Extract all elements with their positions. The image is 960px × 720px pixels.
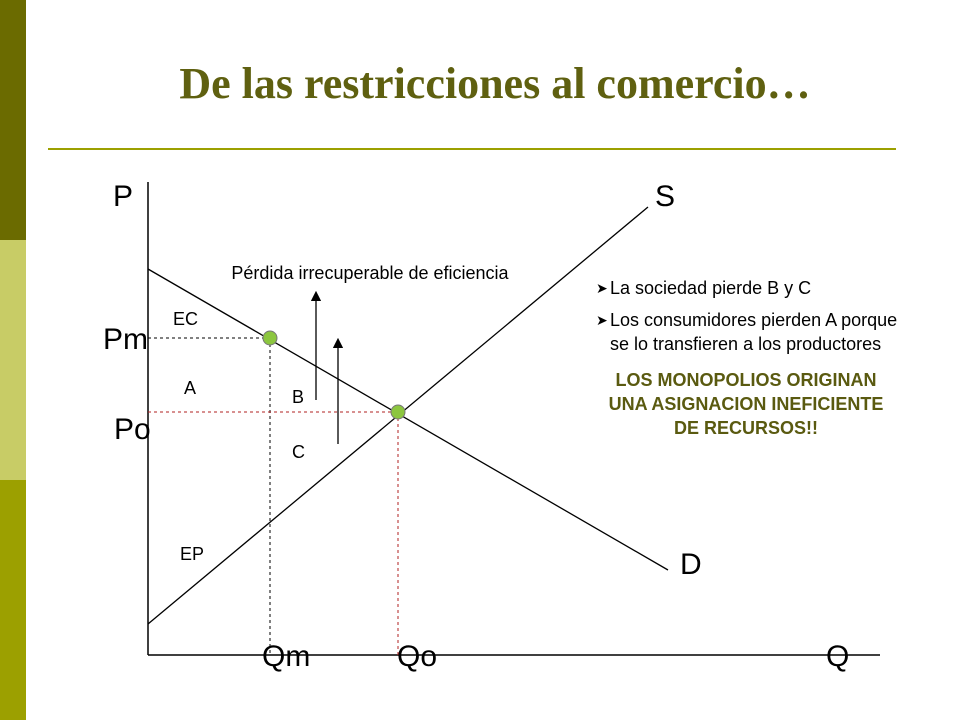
area-a-label: A xyxy=(184,378,197,398)
side-bar-olive xyxy=(0,480,26,720)
area-b-label: B xyxy=(292,387,305,407)
area-ec-label: EC xyxy=(173,309,199,329)
note-bullet: ➤ Los consumidores pierden A porque se l… xyxy=(596,308,918,356)
qty-monopoly-label: Qm xyxy=(262,640,311,673)
notes-panel: ➤ La sociedad pierde B y C ➤ Los consumi… xyxy=(596,276,918,440)
deadweight-loss-label: Pérdida irrecuperable de eficiencia xyxy=(231,263,509,283)
note-text: Los consumidores pierden A porque se lo … xyxy=(610,310,898,354)
arrow-bullet-icon: ➤ xyxy=(596,280,608,296)
monopoly-point xyxy=(262,330,278,346)
axis-label-p: P xyxy=(113,180,134,213)
slide-title: De las restricciones al comercio… xyxy=(179,59,811,108)
title-divider xyxy=(48,148,896,150)
area-c-label: C xyxy=(292,442,305,462)
axis-label-q: Q xyxy=(826,640,850,673)
side-bar-light xyxy=(0,240,26,480)
demand-label: D xyxy=(680,548,702,581)
demand-curve xyxy=(147,268,669,571)
note-bullet: ➤ La sociedad pierde B y C xyxy=(596,276,918,300)
supply-label: S xyxy=(655,180,676,213)
competitive-point xyxy=(390,404,406,420)
conclusion-text: LOS MONOPOLIOS ORIGINAN UNA ASIGNACION I… xyxy=(608,370,884,438)
qty-competitive-label: Qo xyxy=(397,640,438,673)
area-ep-label: EP xyxy=(180,544,205,564)
side-bar-dark xyxy=(0,0,26,240)
note-text: La sociedad pierde B y C xyxy=(610,278,812,298)
price-monopoly-label: Pm xyxy=(103,323,148,356)
arrow-bullet-icon: ➤ xyxy=(596,312,608,328)
price-competitive-label: Po xyxy=(114,413,151,446)
